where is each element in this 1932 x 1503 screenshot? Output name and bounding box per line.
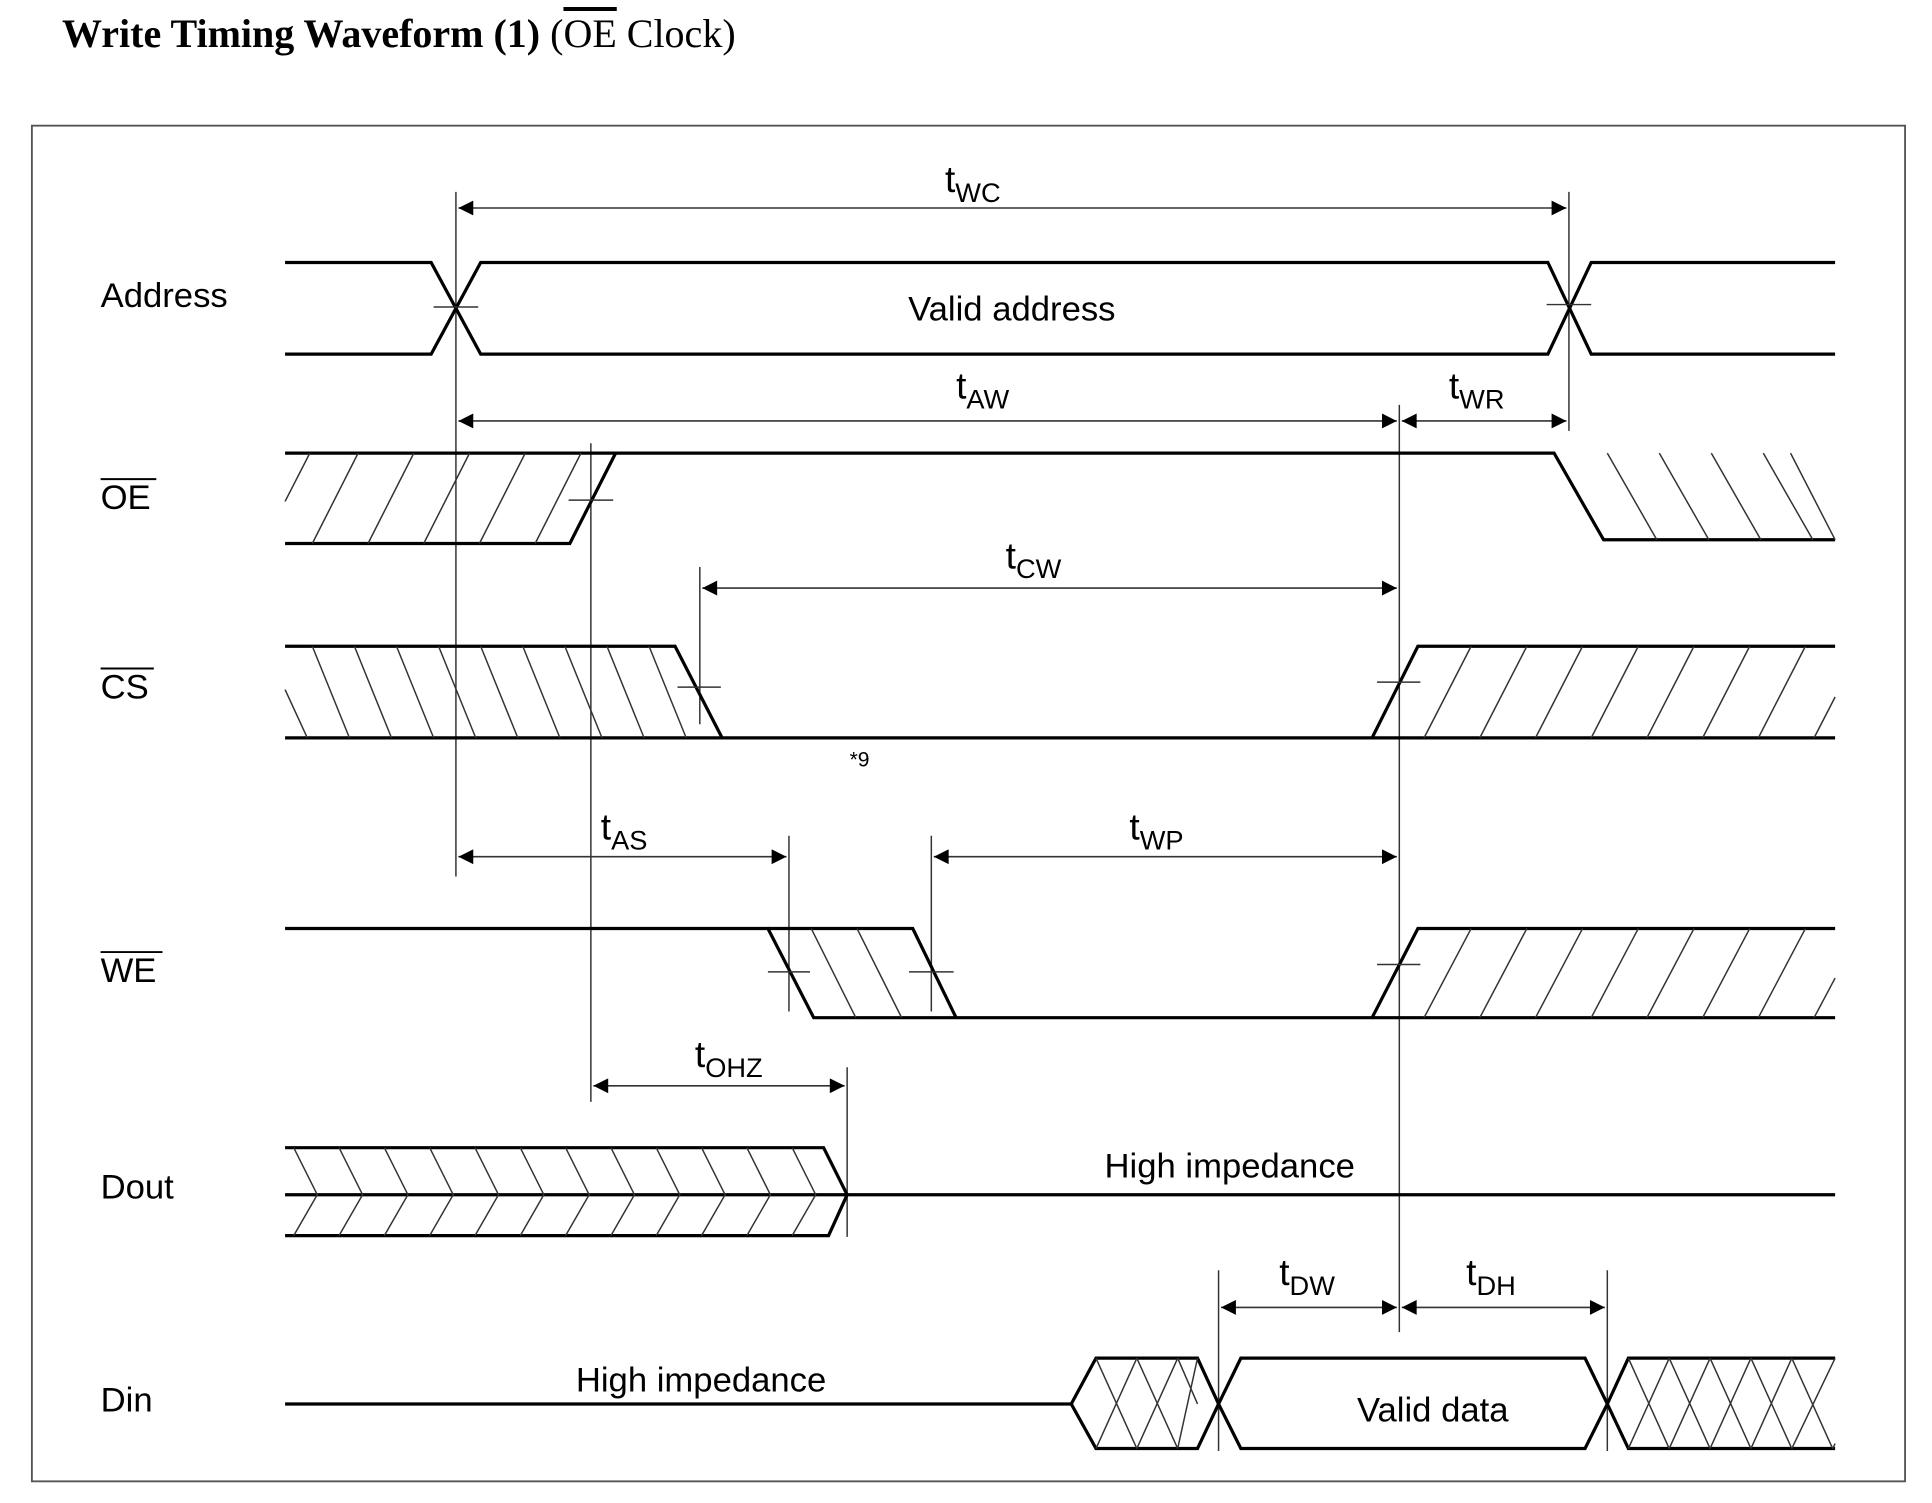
svg-text:tOHZ: tOHZ (695, 1033, 763, 1083)
guide-lines (455, 191, 1609, 1452)
dout-chevron (700, 1147, 726, 1236)
dim-twc: tWC (458, 158, 1567, 216)
dim-twr: tWR (1401, 365, 1567, 429)
dim-tohz: tOHZ (593, 1033, 845, 1094)
waveform-din: High impedance Valid data (285, 1356, 1836, 1451)
waveform-oe (284, 451, 1836, 546)
svg-text:tDW: tDW (1279, 1251, 1335, 1301)
signal-label-cs: CS (101, 668, 149, 706)
dim-tdh: tDH (1401, 1251, 1605, 1315)
title-rest: Clock) (616, 11, 736, 56)
svg-text:tDH: tDH (1466, 1251, 1516, 1301)
din-high-impedance-label: High impedance (576, 1362, 826, 1400)
signal-label-oe: OE (101, 479, 151, 517)
signal-labels: Address OE CS WE Dout Din (101, 277, 228, 1419)
svg-text:tWP: tWP (1129, 805, 1183, 855)
waveform-cs: *9 (284, 644, 1836, 771)
dim-tcw: tCW (702, 534, 1397, 596)
dout-chevron (655, 1147, 681, 1236)
dim-taw: tAW (458, 365, 1397, 429)
waveform-address: Valid address (285, 260, 1836, 356)
note-9: *9 (850, 748, 870, 771)
timing-dimensions: tWC tAW tWR tCW tAS tWP tOHZ tDW (458, 158, 1605, 1315)
dout-chevron (293, 1147, 319, 1236)
dout-chevron (791, 1147, 817, 1236)
signal-label-address: Address (101, 277, 228, 315)
dim-tdw: tDW (1221, 1251, 1397, 1315)
dout-high-impedance-label: High impedance (1104, 1147, 1354, 1185)
dout-chevron (429, 1147, 455, 1236)
signal-label-din: Din (101, 1381, 153, 1419)
svg-text:tWC: tWC (945, 158, 1001, 208)
diagram-frame (30, 124, 1906, 1483)
diagram-title: Write Timing Waveform (1) (OE Clock) (62, 10, 736, 57)
dout-chevron (564, 1147, 590, 1236)
valid-data-label: Valid data (1357, 1391, 1509, 1429)
valid-address-label: Valid address (908, 291, 1115, 329)
signal-label-we: WE (101, 952, 157, 990)
dout-chevron (519, 1147, 545, 1236)
dout-chevron (610, 1147, 636, 1236)
svg-text:tAW: tAW (956, 365, 1009, 415)
signal-label-dout: Dout (101, 1168, 175, 1206)
waveform-we (285, 926, 1836, 1020)
svg-text:tAS: tAS (601, 805, 648, 855)
dout-chevron (383, 1147, 409, 1236)
svg-text:tWR: tWR (1449, 365, 1505, 415)
waveform-dout: High impedance (285, 1146, 1836, 1238)
title-oe-overlined: OE (563, 11, 617, 56)
svg-text:tCW: tCW (1006, 534, 1062, 584)
dim-tas: tAS (458, 805, 787, 865)
dout-chevron (474, 1147, 500, 1236)
dout-chevron (746, 1147, 772, 1236)
dout-chevron (338, 1147, 364, 1236)
title-main: Write Timing Waveform (1) (62, 11, 541, 56)
title-paren-open: ( (550, 11, 564, 56)
dim-twp: tWP (933, 805, 1397, 865)
